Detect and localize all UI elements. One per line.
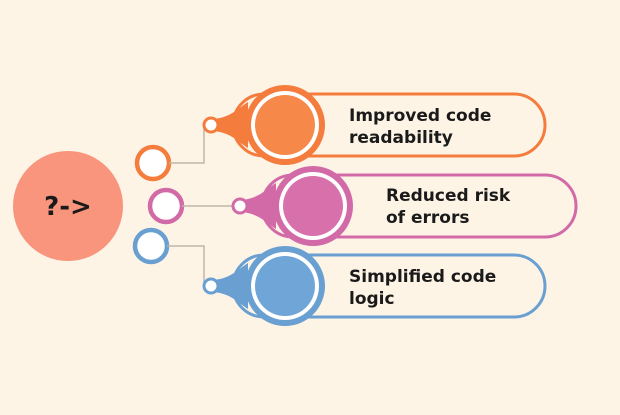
benefit-card-logic: Simplified code logic [202,246,547,326]
center-circle [13,151,123,261]
card-tail [210,263,248,309]
card-outline [231,253,547,319]
card-text-line2: of errors [386,208,469,228]
card-disc-center [255,95,315,155]
center-label: ?-> [44,192,92,222]
card-disc-center [255,256,315,316]
card-disc-center [283,176,343,236]
ring-blue [132,227,170,265]
ring-pink [147,187,185,225]
connector-blue [167,245,211,287]
card-node [231,197,249,215]
card-text-line1: Improved code [349,106,491,126]
ring-orange [134,144,172,182]
card-tail [210,102,248,148]
card-text-line1: Reduced risk [386,186,511,206]
card-text-line2: logic [349,289,395,309]
card-tail [238,183,276,229]
card-node [202,277,220,295]
card-outline [260,173,578,239]
benefit-card-errors: Reduced risk of errors [231,166,578,246]
card-node [202,116,220,134]
benefit-card-readability: Improved code readability [202,85,547,165]
card-text-line1: Simplified code [349,267,496,287]
card-outline [231,92,547,158]
card-text-line2: readability [349,128,453,148]
